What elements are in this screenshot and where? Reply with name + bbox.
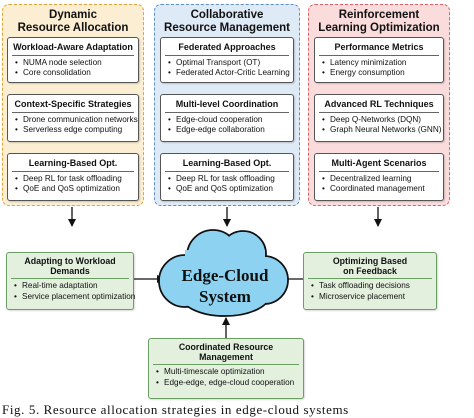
box-coordinated-resource-management: Coordinated Resource Management Multi-ti… bbox=[148, 338, 304, 399]
cloud-shape bbox=[158, 229, 289, 317]
card-advanced-rl-techniques: Advanced RL Techniques Deep Q-Networks (… bbox=[314, 94, 444, 142]
divider bbox=[153, 364, 299, 366]
column-title: Collaborative Resource Management bbox=[155, 9, 299, 34]
bullet-item: Drone communication networks bbox=[8, 115, 138, 125]
divider bbox=[12, 171, 134, 172]
card-title: Learning-Based Opt. bbox=[28, 158, 118, 168]
card-title: Multi-level Coordination bbox=[175, 99, 279, 109]
box-title-line: Management bbox=[199, 352, 253, 363]
cloud-label-line2: System bbox=[199, 287, 251, 306]
card-title: Learning-Based Opt. bbox=[182, 158, 272, 168]
card-context-specific-strategies: Context-Specific Strategies Drone commun… bbox=[7, 94, 139, 142]
bullet-item: Graph Neural Networks (GNN) bbox=[315, 125, 443, 135]
bullet-item: Edge-edge, edge-cloud cooperation bbox=[149, 378, 303, 388]
divider bbox=[165, 55, 289, 56]
box-title: Optimizing Based on Feedback bbox=[304, 253, 436, 276]
column-title-line: Learning Optimization bbox=[318, 21, 440, 34]
box-adapting-to-workload: Adapting to Workload Demands Real-time a… bbox=[6, 252, 135, 310]
bullet-item: Deep Q-Networks (DQN) bbox=[315, 115, 443, 125]
bullet-item: Serverless edge computing bbox=[8, 125, 138, 135]
divider bbox=[11, 278, 129, 280]
box-title-line: Optimizing Based bbox=[332, 256, 408, 266]
column-reinforcement-learning-optimization: Reinforcement Learning Optimization Perf… bbox=[308, 4, 450, 206]
bullet-item: Coordinated management bbox=[315, 184, 443, 194]
card-multi-agent-scenarios: Multi-Agent Scenarios Decentralized lear… bbox=[314, 153, 444, 201]
card-title: Context-Specific Strategies bbox=[14, 99, 132, 109]
card-learning-based-opt: Learning-Based Opt. Deep RL for task off… bbox=[160, 153, 294, 201]
column-title-line: Reinforcement bbox=[338, 9, 420, 21]
bullet-item: Edge-edge collaboration bbox=[161, 125, 293, 135]
column-collaborative-resource-management: Collaborative Resource Management Federa… bbox=[154, 4, 300, 206]
bullet-item: Deep RL for task offloading bbox=[8, 174, 138, 184]
bullet-item: QoE and QoS optimization bbox=[161, 184, 293, 194]
bullet-item: Service placement optimization bbox=[7, 292, 135, 302]
card-title: Performance Metrics bbox=[334, 42, 424, 52]
box-title-line: on Feedback bbox=[343, 266, 397, 277]
bullet-item: Task offloading decisions bbox=[304, 281, 436, 291]
bullet-item: Multi-timescale optimization bbox=[149, 367, 303, 377]
figure-caption: Fig. 5. Resource allocation strategies i… bbox=[2, 402, 349, 417]
column-title: Reinforcement Learning Optimization bbox=[309, 9, 449, 34]
divider bbox=[319, 55, 439, 56]
bullet-item: Real-time adaptation bbox=[7, 281, 133, 291]
bullet-item: Microservice placement bbox=[304, 292, 436, 302]
divider bbox=[319, 171, 439, 172]
card-multi-level-coordination: Multi-level Coordination Edge-cloud coop… bbox=[160, 94, 294, 142]
column-title: Dynamic Resource Allocation bbox=[3, 9, 143, 34]
box-title: Coordinated Resource Management bbox=[149, 339, 303, 362]
bullet-item: Deep RL for task offloading bbox=[161, 174, 293, 184]
box-title-line: Adapting to Workload bbox=[24, 256, 116, 266]
box-title: Adapting to Workload Demands bbox=[7, 253, 133, 276]
card-federated-approaches: Federated Approaches Optimal Transport (… bbox=[160, 37, 294, 83]
divider bbox=[165, 112, 289, 113]
box-title-line: Demands bbox=[50, 266, 90, 277]
card-workload-aware-adaptation: Workload-Aware Adaptation NUMA node sele… bbox=[7, 37, 139, 83]
bullet-item: Core consolidation bbox=[8, 68, 138, 78]
divider bbox=[12, 55, 134, 56]
card-title: Multi-Agent Scenarios bbox=[331, 158, 427, 168]
cloud-label-line1: Edge-Cloud bbox=[182, 266, 269, 285]
bullet-item: Latency minimization bbox=[315, 58, 443, 68]
divider bbox=[319, 112, 439, 113]
bullet-item: QoE and QoS optimization bbox=[8, 184, 138, 194]
bullet-item: Optimal Transport (OT) bbox=[161, 58, 293, 68]
box-title-line: Coordinated Resource bbox=[178, 342, 274, 352]
card-performance-metrics: Performance Metrics Latency minimization… bbox=[314, 37, 444, 83]
bullet-item: Federated Actor-Critic Learning bbox=[161, 68, 293, 78]
bullet-item: Decentralized learning bbox=[315, 174, 443, 184]
card-title: Federated Approaches bbox=[178, 42, 276, 52]
column-title-line: Collaborative bbox=[190, 9, 264, 21]
bullet-item: Edge-cloud cooperation bbox=[161, 115, 293, 125]
column-title-line: Resource Management bbox=[164, 21, 290, 34]
divider bbox=[165, 171, 289, 172]
card-learning-based-opt: Learning-Based Opt. Deep RL for task off… bbox=[7, 153, 139, 201]
bullet-item: Energy consumption bbox=[315, 68, 443, 78]
box-optimizing-based-on-feedback: Optimizing Based on Feedback Task offloa… bbox=[303, 252, 437, 310]
column-title-line: Resource Allocation bbox=[17, 21, 129, 34]
column-dynamic-resource-allocation: Dynamic Resource Allocation Workload-Awa… bbox=[2, 4, 144, 206]
card-title: Advanced RL Techniques bbox=[324, 99, 434, 109]
divider bbox=[308, 278, 432, 280]
bullet-item: NUMA node selection bbox=[8, 58, 138, 68]
column-title-line: Dynamic bbox=[49, 9, 97, 21]
card-title: Workload-Aware Adaptation bbox=[13, 42, 133, 52]
divider bbox=[12, 112, 134, 113]
